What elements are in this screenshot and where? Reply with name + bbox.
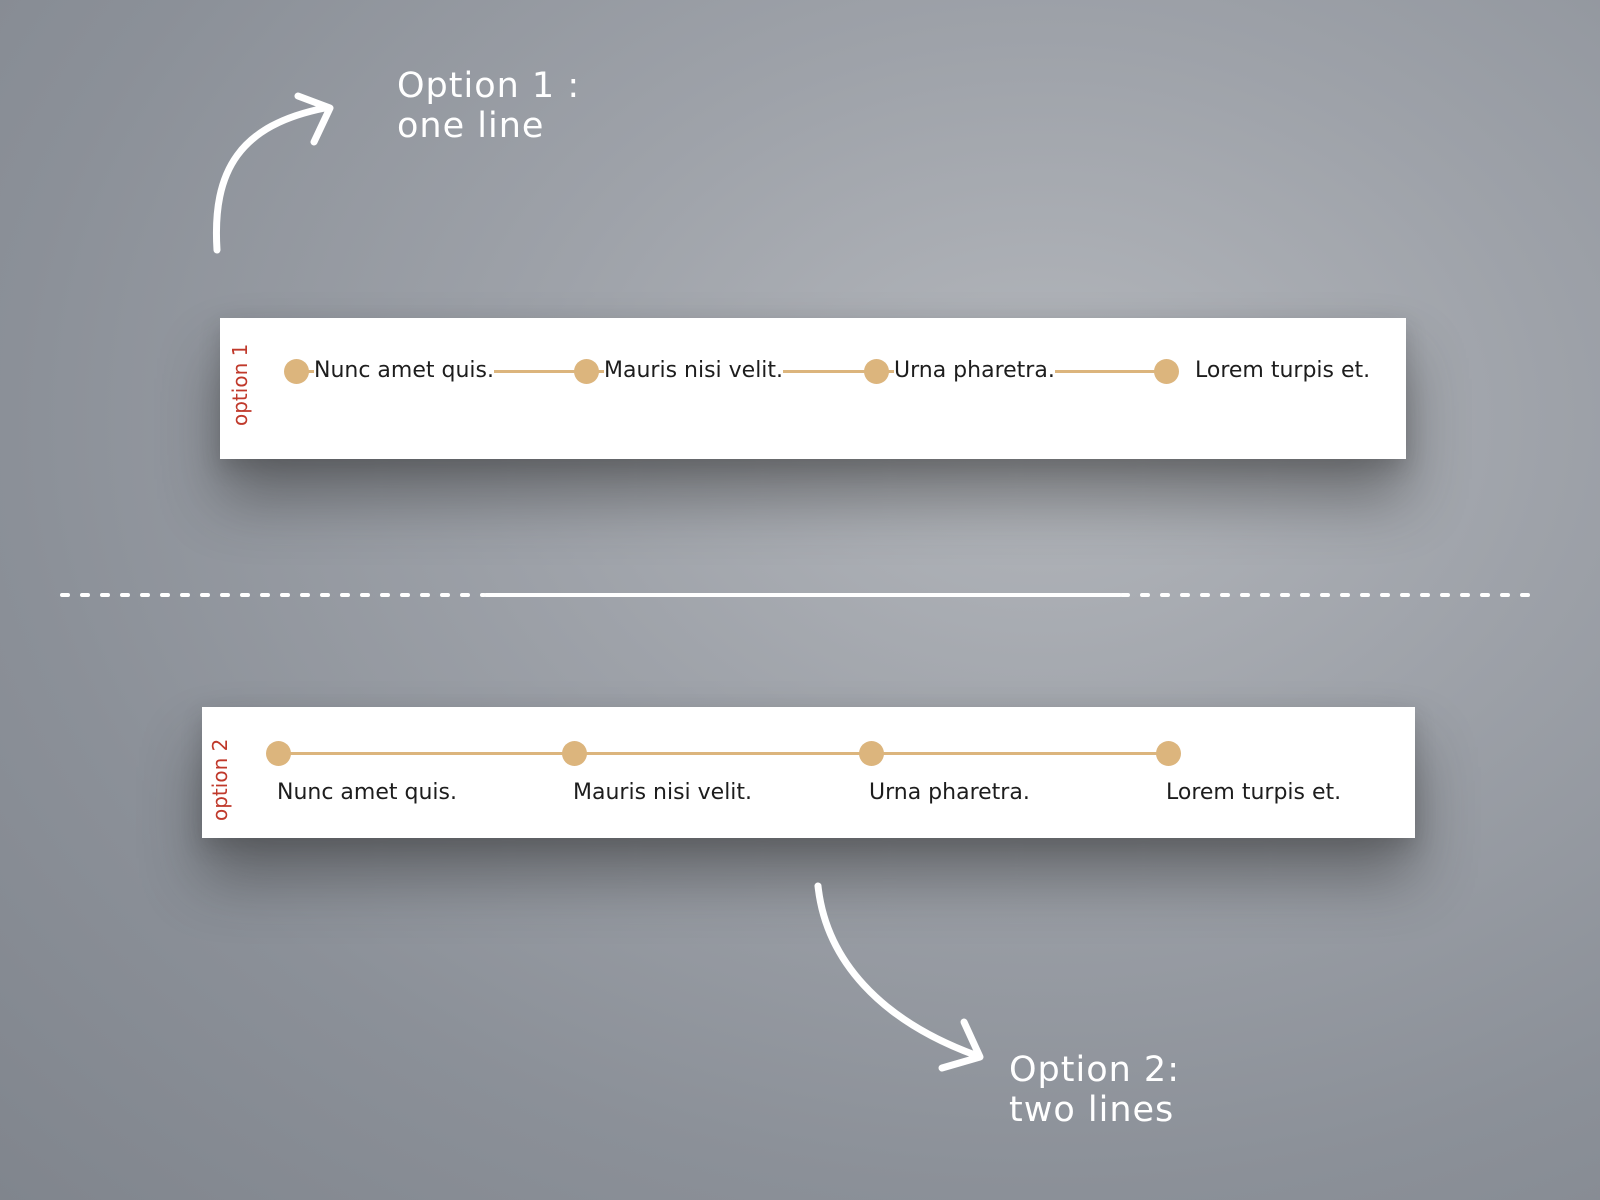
- timeline-item-text: Urna pharetra.: [894, 358, 1055, 384]
- timeline-dot: [574, 359, 599, 384]
- timeline-dot: [1156, 741, 1181, 766]
- option-1-annotation-subtitle: one line: [397, 106, 545, 146]
- timeline-dot: [864, 359, 889, 384]
- option-2-annotation: Option 2: two lines: [1009, 1050, 1180, 1130]
- option-1-annotation-title: Option 1 :: [397, 66, 581, 106]
- timeline-item-text: Mauris nisi velit.: [573, 780, 753, 806]
- timeline-dot: [284, 359, 309, 384]
- timeline-dot: [266, 741, 291, 766]
- timeline-dot: [562, 741, 587, 766]
- timeline-dot: [1154, 359, 1179, 384]
- option-2-annotation-subtitle: two lines: [1009, 1090, 1175, 1130]
- timeline-item-text: Nunc amet quis.: [314, 358, 494, 384]
- timeline-dot: [859, 741, 884, 766]
- option-2-panel: option 2 Nunc amet quis. Mauris nisi vel…: [202, 707, 1415, 838]
- timeline-item-text: Lorem turpis et.: [1166, 780, 1342, 806]
- timeline-item-text: Mauris nisi velit.: [604, 358, 784, 384]
- timeline-item-text: Nunc amet quis.: [277, 780, 457, 806]
- option-1-annotation: Option 1 : one line: [397, 66, 580, 146]
- option-1-panel: option 1 Nunc amet quis. Mauris nisi vel…: [220, 318, 1406, 459]
- option-2-annotation-title: Option 2:: [1009, 1050, 1180, 1090]
- timeline-item-text: Lorem turpis et.: [1195, 358, 1371, 384]
- timeline-line: [278, 752, 1172, 755]
- timeline-item-text: Urna pharetra.: [869, 780, 1030, 806]
